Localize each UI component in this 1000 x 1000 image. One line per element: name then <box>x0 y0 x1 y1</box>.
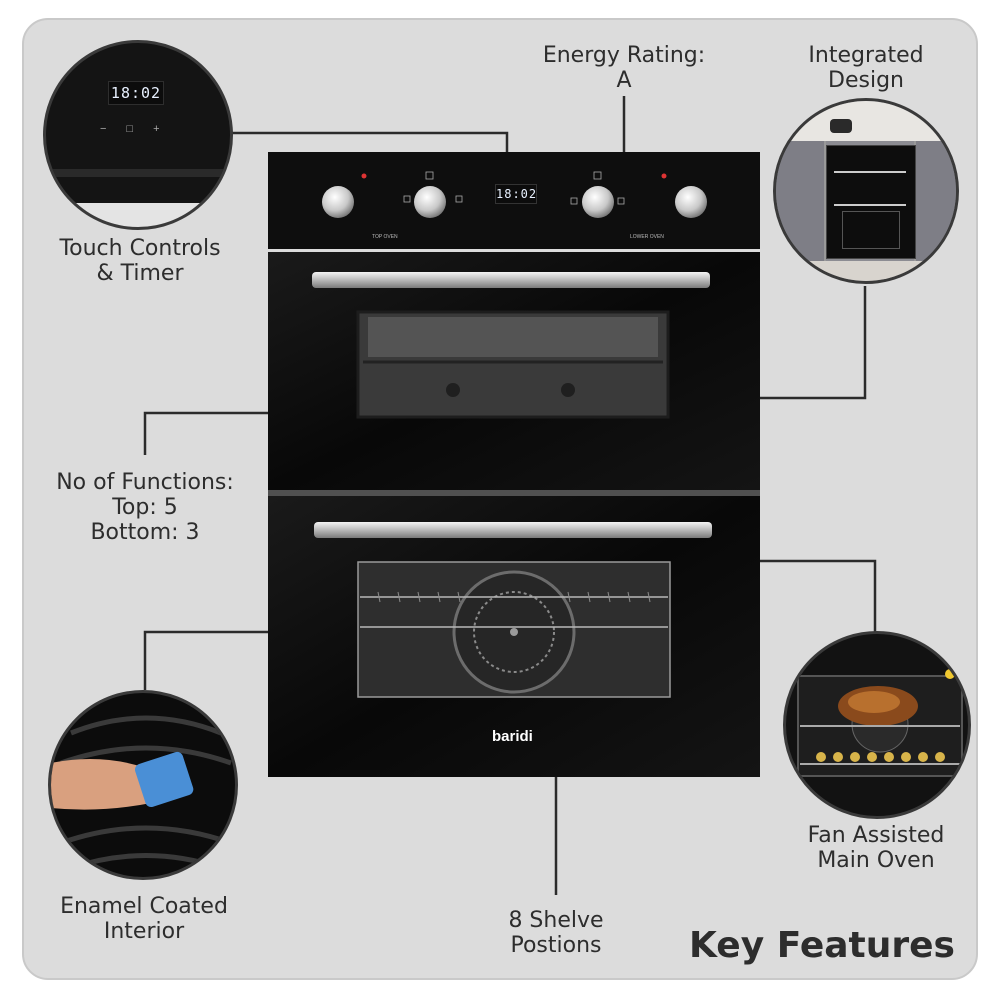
top-oven-panel-label: TOP OVEN <box>372 234 398 240</box>
integrated-design-image <box>773 98 959 284</box>
touch-timer-display: 18:02 <box>108 81 164 105</box>
control-knobs <box>322 171 707 218</box>
touch-buttons: −□+ <box>100 123 180 135</box>
oven-image: 18:02 TOP OVEN LOWER OVEN baridi <box>268 152 760 777</box>
lower-oven-panel-label: LOWER OVEN <box>630 234 664 240</box>
energy-rating-label: Energy Rating:A <box>542 43 706 93</box>
touch-controls-image: 18:02 −□+ <box>43 40 233 230</box>
oven-timer-display: 18:02 <box>495 184 537 204</box>
key-features-title: Key Features <box>689 925 955 966</box>
fan-assisted-image <box>783 631 971 819</box>
touch-controls-label: Touch Controls& Timer <box>59 236 221 286</box>
brand-logo: baridi <box>492 728 533 745</box>
enamel-interior-image <box>48 690 238 880</box>
